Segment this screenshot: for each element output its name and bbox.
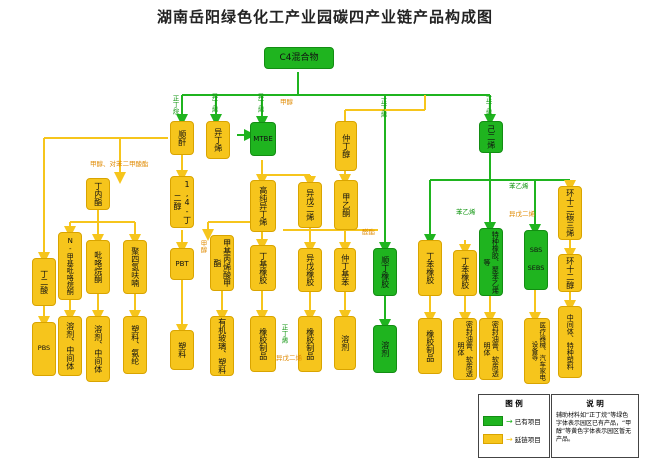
label-yiwu2: 异戊二烯 [509, 210, 535, 218]
legend-existing-row: → 已有项目 [483, 416, 549, 426]
label-zhengding3: 正丁烯 [484, 96, 492, 116]
node-ptmg: PBT [170, 248, 194, 280]
node-n-methyl: N-甲基吡咯烷酮 [58, 232, 82, 300]
legend-yellow-swatch [483, 434, 503, 444]
node-yiwu-rubber: 异戊橡胶 [298, 248, 322, 292]
node-suliao-b: 塑料 [170, 330, 194, 370]
node-rongji3: 溶剂 [334, 316, 356, 370]
sebs-label: SEBS [527, 264, 545, 272]
label-yiwu3: 异戊二烯 [276, 354, 302, 362]
node-shunbi: 顺酐 [170, 121, 194, 155]
node-pbs: PBS [32, 322, 56, 376]
arrow-icon: → [506, 434, 513, 444]
legend-extension-label: 延链项目 [514, 436, 541, 444]
label-jiaquan: 醛酯 [362, 228, 375, 236]
node-suliao-a: 塑料、氨纶 [123, 316, 147, 374]
legend-green-swatch [483, 416, 503, 426]
node-rongji2: 溶剂、中间体 [86, 316, 110, 382]
label-zhengding2: 正丁烯 [379, 98, 387, 118]
node-yiwu: 异戊二烯 [298, 182, 322, 228]
label-benyixi2: 苯乙烯 [456, 208, 476, 216]
notes-body: 辅助材料如“正丁烷”等绿色字体表示园区已有产品，“甲醇”等黄色字体表示园区暂无产… [556, 412, 632, 444]
node-jiayi: 甲乙酮 [334, 180, 358, 230]
node-pyrrolidone: 吡咯烷酮 [86, 240, 110, 294]
node-c4: C4混合物 [264, 47, 334, 69]
node-shunding-rubber: 顺丁橡胶 [373, 248, 397, 296]
node-zhenguan: 仲丁基苯 [334, 248, 356, 292]
page-title: 湖南岳阳绿色化工产业园碳四产业链产品构成图 [156, 8, 493, 26]
legend-existing-label: 已有项目 [514, 418, 541, 426]
node-organic-glass: 有机玻璃、塑料 [210, 316, 234, 376]
label-yiding2: 异丁烯 [256, 93, 264, 113]
label-yiding: 异丁烯 [210, 93, 218, 113]
node-huan12b: 环十二醇 [558, 254, 582, 292]
node-mifeng-b: 密封油膏、软质透明体 [479, 318, 503, 380]
notes-box: 说 明 辅助材料如“正丁烷”等绿色字体表示园区已有产品，“甲醇”等黄色字体表示园… [551, 394, 639, 458]
node-rubber-b: 橡胶制品 [298, 316, 322, 372]
label-jiachun2: 甲醇 [199, 240, 207, 253]
node-zhongding: 仲丁醇 [335, 121, 357, 171]
node-special: 特种橡胶、聚苯乙烯等 [479, 228, 503, 296]
label-methanol-dg: 甲醇、对苯二甲酸酯 [90, 160, 149, 168]
sbs-label: SBS [529, 246, 543, 255]
node-rongji4: 溶剂 [373, 325, 397, 373]
node-dingersuan: 丁二酸 [32, 258, 56, 306]
node-ding-lactone: 丁内酯 [86, 178, 110, 210]
node-mtbe: MTBE [250, 122, 276, 156]
node-dingben: 丁苯橡胶 [418, 240, 442, 296]
label-zhengding4: 正丁烯 [280, 324, 288, 344]
node-dingji: 丁基橡胶 [250, 245, 276, 291]
node-yiliao: 医疗器械、汽车家电设备等 [524, 318, 550, 384]
node-nylon: 聚四氢呋喃 [123, 240, 147, 294]
node-rubber-c: 橡胶制品 [418, 318, 442, 374]
node-pmma: 甲基丙烯酸甲酯 [210, 235, 234, 291]
legend: 图 例 → 已有项目 → 延链项目 [478, 394, 550, 458]
arrow-icon: → [506, 416, 513, 426]
node-qiding: 己二烯 [479, 121, 503, 153]
label-jiachun: 甲醇 [280, 98, 293, 106]
node-mifeng: 密封油膏、软质透明体 [453, 318, 477, 380]
node-zhongjianti: 中间体、特种塑料 [558, 306, 582, 378]
node-rubber-a: 橡胶制品 [250, 316, 276, 372]
label-benyixi: 苯乙烯 [509, 182, 529, 190]
node-yiding: 异丁烯 [206, 121, 230, 159]
label-zhengding: 正丁烷 [171, 95, 179, 115]
node-sbs: SBS SEBS [524, 230, 548, 290]
legend-extension-row: → 延链项目 [483, 434, 549, 444]
node-bdo: 1,4-丁二醇 [170, 176, 194, 228]
notes-title: 说 明 [586, 399, 604, 408]
node-gaochun: 高纯异丁烯 [250, 180, 276, 232]
node-rongji1: 溶剂、中间体 [58, 316, 82, 376]
node-dingben-b: 丁苯橡胶 [453, 250, 477, 296]
node-huan12: 环十二碳三烯 [558, 186, 582, 240]
legend-title: 图 例 [505, 399, 523, 408]
